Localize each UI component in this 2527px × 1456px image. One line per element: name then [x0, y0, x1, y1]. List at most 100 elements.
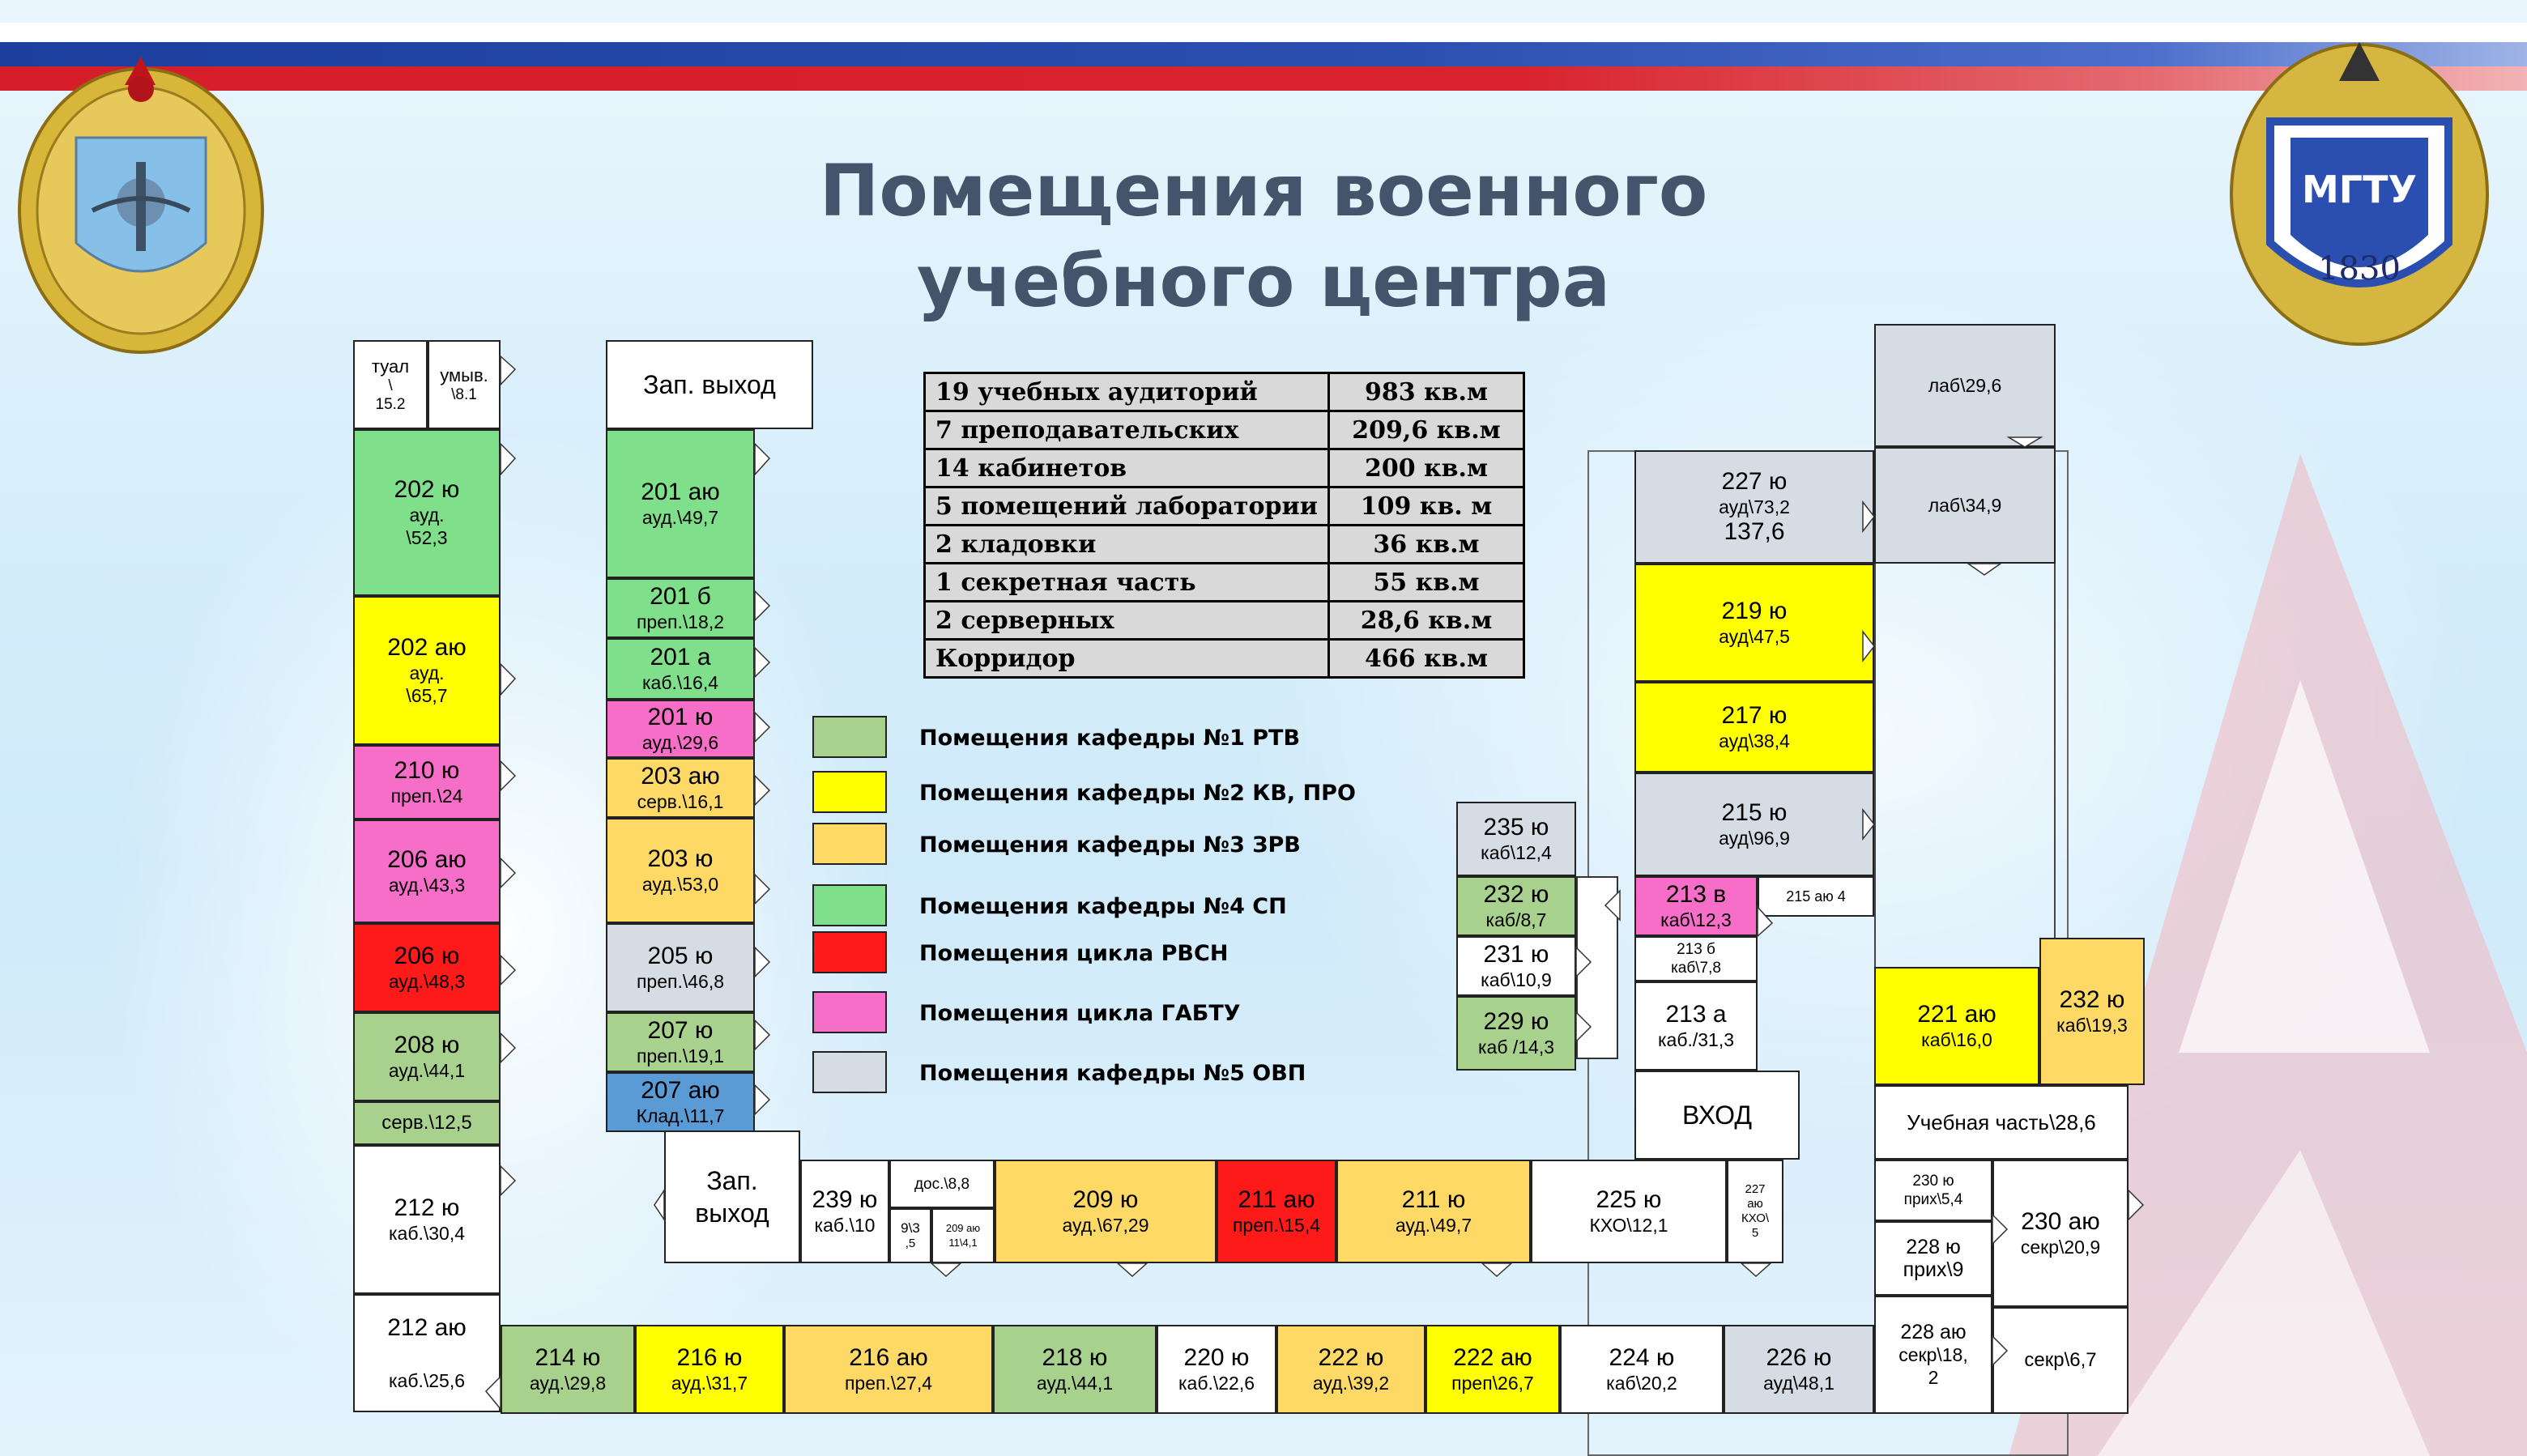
legend-label: Помещения кафедры №4 СП	[919, 894, 1287, 919]
room-lab-2: лаб\34,9	[1874, 447, 2056, 564]
room-detail: секр\20,9	[2020, 1237, 2101, 1258]
stats-label: 2 кладовки	[923, 524, 1330, 564]
room-detail: серв.\16,1	[637, 791, 724, 812]
room-number: 201 а	[650, 644, 711, 671]
flag-stripe-red	[0, 66, 2527, 91]
room-detail: 227	[1745, 1182, 1766, 1196]
room-detail: Учебная часть\28,6	[1907, 1110, 2096, 1135]
room-detail: преп.\27,4	[844, 1373, 933, 1394]
exit-middle: Зап.выход	[664, 1130, 800, 1263]
room-detail: преп.\46,8	[636, 971, 725, 992]
room-detail: ауд\48,1	[1763, 1373, 1835, 1394]
room-number: 232 ю	[1483, 881, 1549, 908]
stats-value: 209,6 кв.м	[1327, 410, 1525, 450]
room-detail: ауд.\44,1	[388, 1060, 466, 1081]
room-detail: 213 б	[1677, 941, 1715, 958]
room-number: 207 аю	[641, 1077, 720, 1104]
room-number: 211 аю	[1238, 1186, 1315, 1213]
stats-label: Корридор	[923, 638, 1330, 679]
room-number: 207 ю	[647, 1017, 714, 1044]
room-number: 222 ю	[1318, 1344, 1384, 1371]
room-detail: 230 ю	[1912, 1173, 1954, 1190]
room-number: 212 ю	[394, 1194, 460, 1221]
room-dos: дос.\8,8	[889, 1160, 995, 1208]
room-detail: ауд.	[409, 504, 445, 526]
room-detail: ауд\73,2	[1719, 496, 1790, 517]
room-detail: 15.2	[375, 395, 406, 413]
stats-label: 14 кабинетов	[923, 448, 1330, 488]
room-detail: аю	[1747, 1197, 1763, 1211]
stats-value: 36 кв.м	[1327, 524, 1525, 564]
room-detail: \52,3	[406, 527, 448, 548]
military-emblem-icon	[18, 57, 264, 354]
stats-label: 1 секретная часть	[923, 562, 1330, 602]
stats-label: 5 помещений лаборатории	[923, 486, 1330, 526]
room-detail: лаб\34,9	[1928, 494, 2002, 516]
room-detail: \8.1	[451, 386, 477, 403]
legend-label: Помещения кафедры №1 РТВ	[919, 726, 1301, 751]
room-number: 217 ю	[1721, 702, 1788, 729]
title-line-1: Помещения военного	[819, 149, 1708, 232]
room-detail: каб./31,3	[1657, 1029, 1735, 1050]
room-detail: каб.\22,6	[1178, 1373, 1255, 1394]
room-detail: ауд.\67,29	[1062, 1215, 1149, 1236]
room-number: 202 аю	[387, 634, 467, 661]
room-detail: серв.\12,5	[381, 1112, 472, 1134]
room-detail: каб\12,4	[1481, 842, 1552, 863]
room-number: 206 ю	[394, 943, 460, 969]
room-number: умыв.	[440, 365, 488, 385]
stats-value: 28,6 кв.м	[1327, 600, 1525, 641]
room-detail: каб\16,0	[1921, 1029, 1992, 1050]
flag-stripe-white	[0, 23, 2527, 42]
room-number: 201 б	[650, 583, 711, 610]
room-number: 202 ю	[394, 476, 460, 503]
legend-swatch	[812, 884, 887, 926]
room-detail: ауд.\44,1	[1036, 1373, 1114, 1394]
room-213b: 213 б каб\7,8	[1634, 936, 1758, 981]
flag-stripe-blue	[0, 42, 2527, 66]
room-detail: преп.\18,2	[636, 611, 725, 632]
room-number: 209 ю	[1072, 1186, 1139, 1213]
room-number: 205 ю	[647, 943, 714, 969]
stats-label: 7 преподавательских	[923, 410, 1330, 450]
room-number: 214 ю	[535, 1344, 601, 1371]
room-detail: каб\7,8	[1671, 960, 1721, 977]
room-detail: КХО\12,1	[1589, 1215, 1668, 1236]
room-detail: ауд.\43,3	[388, 875, 466, 896]
room-detail: секр\18,	[1898, 1344, 1968, 1365]
room-detail: ауд.\53,0	[641, 874, 719, 895]
room-number: 215 ю	[1721, 799, 1788, 826]
room-serv: серв.\12,5	[353, 1101, 501, 1145]
room-detail: прих\5,4	[1903, 1191, 1963, 1208]
